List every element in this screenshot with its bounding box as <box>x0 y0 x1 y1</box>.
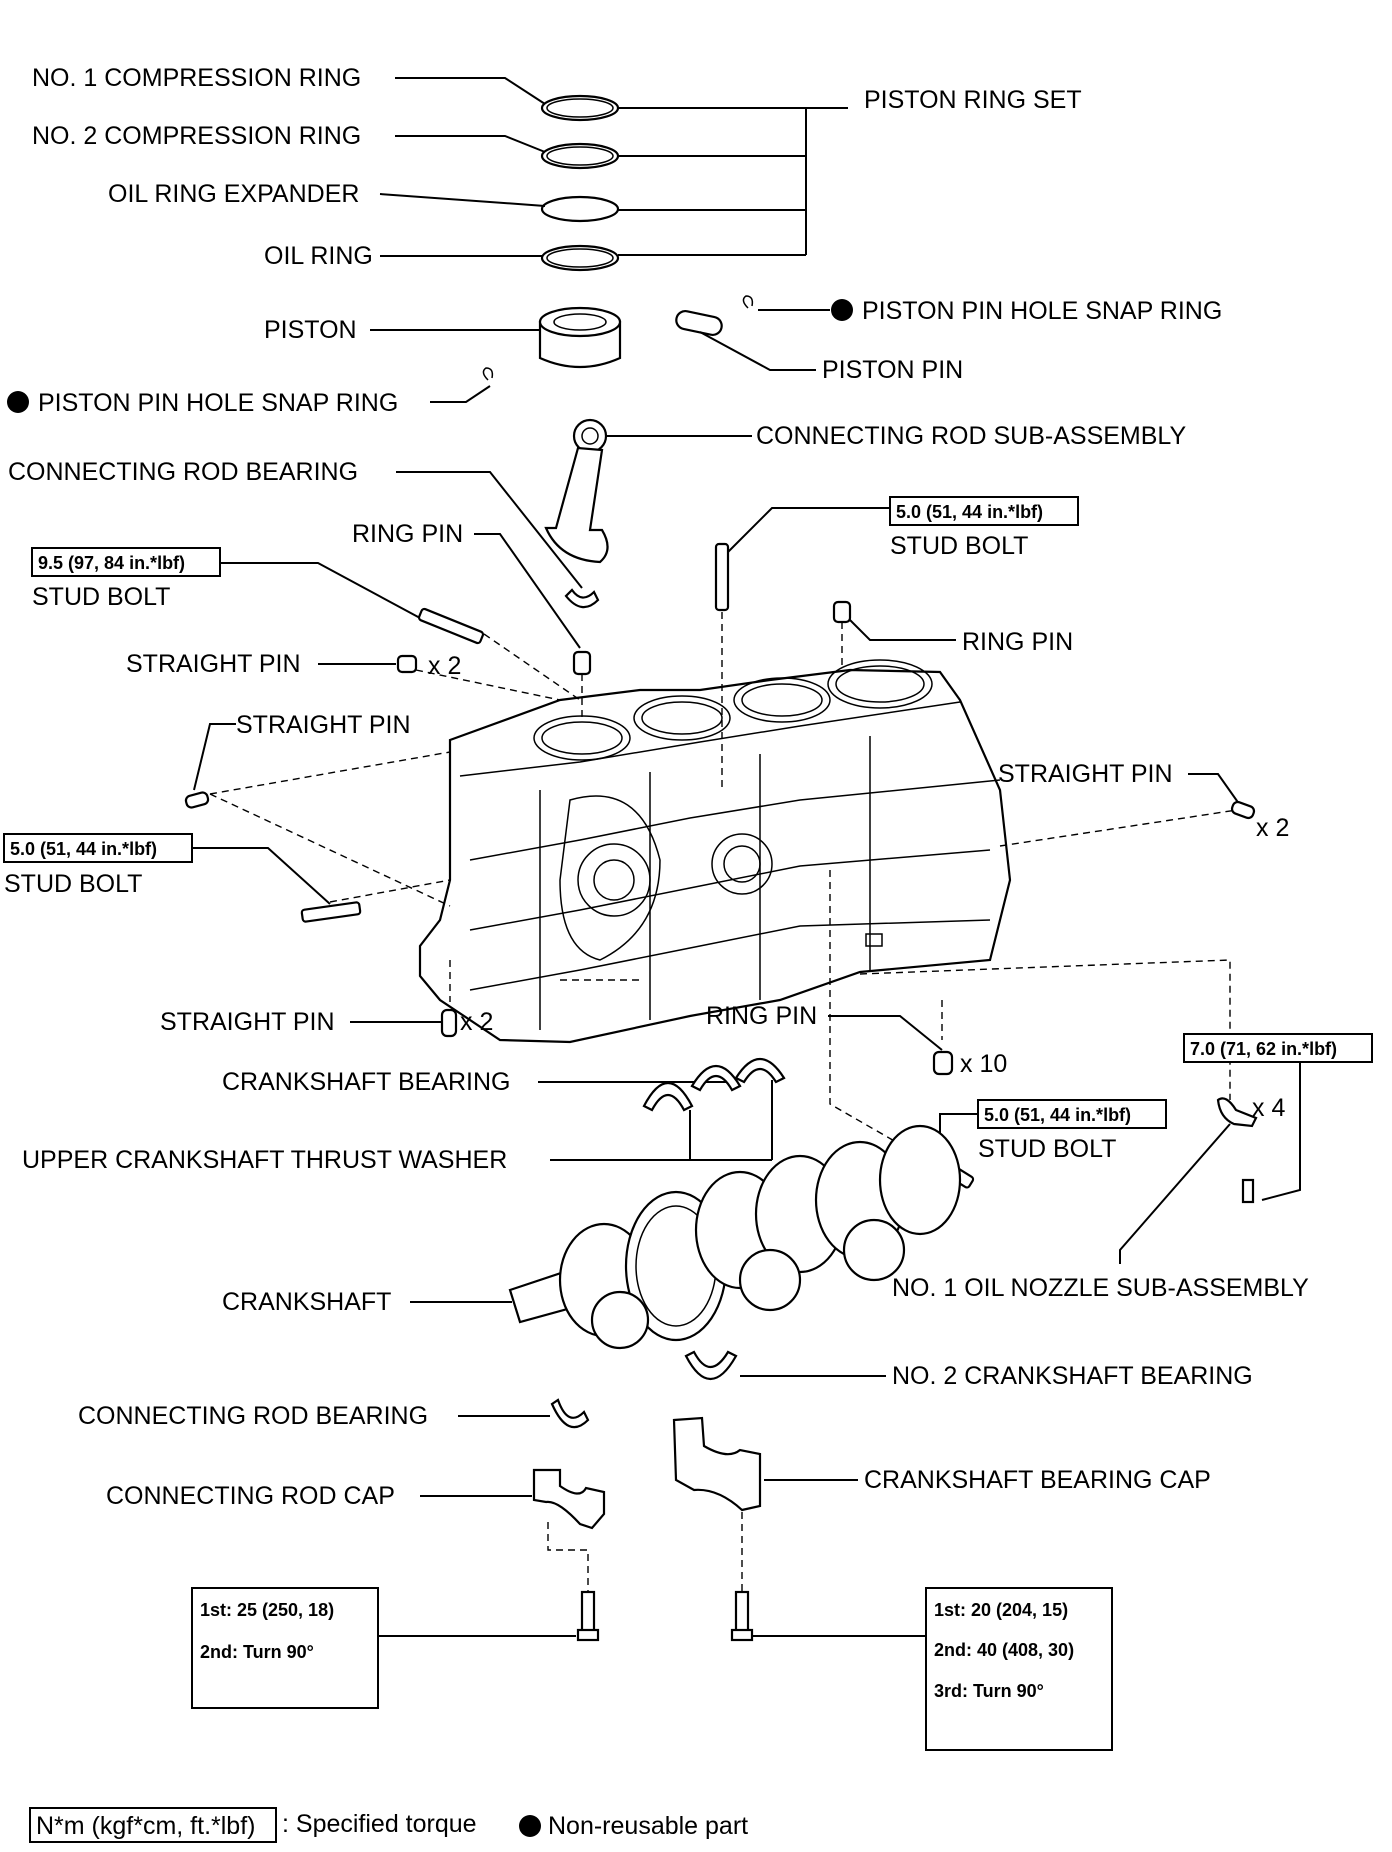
label-straight-pin-right: STRAIGHT PIN <box>998 760 1173 788</box>
crankshaft-bearing-c <box>734 1058 786 1084</box>
straight-pin-bottom <box>440 1008 458 1038</box>
label-no1-compression-ring: NO. 1 COMPRESSION RING <box>32 64 361 92</box>
non-reusable-dot-snap-left <box>7 391 29 413</box>
label-oil-ring-expander: OIL RING EXPANDER <box>108 180 359 208</box>
con-rod-cap-bolt <box>580 1590 596 1636</box>
torque-oil-nozzle: 7.0 (71, 62 in.*lbf) <box>1190 1039 1337 1059</box>
label-crankshaft-bearing: CRANKSHAFT BEARING <box>222 1068 510 1096</box>
label-piston-pin: PISTON PIN <box>822 356 963 384</box>
label-straight-pin-bottom: STRAIGHT PIN <box>160 1008 335 1036</box>
side-fasteners-group: STRAIGHT PIN STRAIGHT PIN x 2 5.0 (51, 4… <box>3 711 1289 1078</box>
top-fasteners-group: 9.5 (97, 84 in.*lbf) STUD BOLT RING PIN … <box>31 496 1079 680</box>
ring-pin-bottom <box>932 1050 954 1076</box>
label-no2-crankshaft-bearing: NO. 2 CRANKSHAFT BEARING <box>892 1362 1253 1390</box>
legend-torque-box <box>29 1807 277 1843</box>
label-stud-bolt-top-mid: STUD BOLT <box>890 532 1028 560</box>
label-connecting-rod-bearing-top: CONNECTING ROD BEARING <box>8 458 358 486</box>
label-straight-pin-left: STRAIGHT PIN <box>236 711 411 739</box>
legend-unit: N*m (kgf*cm, ft.*lbf) <box>36 1812 255 1840</box>
label-x2-bottom: x 2 <box>460 1008 493 1036</box>
straight-pin-right <box>1230 800 1256 820</box>
crankshaft-bearing-a <box>642 1081 694 1112</box>
piston-ring-set-group: NO. 1 COMPRESSION RING NO. 2 COMPRESSION… <box>32 64 1082 272</box>
torque-stud-left: 5.0 (51, 44 in.*lbf) <box>10 839 157 859</box>
torque-crank-cap-2nd: 2nd: 40 (408, 30) <box>934 1640 1074 1660</box>
cylinder-block <box>418 659 1012 1044</box>
stud-bolt-left <box>300 901 362 923</box>
label-connecting-rod-cap: CONNECTING ROD CAP <box>106 1482 395 1510</box>
snap-ring-left <box>482 367 494 381</box>
connecting-rod <box>544 446 609 564</box>
crankshaft-bearing-b <box>690 1065 742 1092</box>
legend: N*m (kgf*cm, ft.*lbf) : Specified torque… <box>29 1807 748 1843</box>
label-x4: x 4 <box>1252 1094 1285 1122</box>
oil-nozzle <box>1216 1097 1258 1128</box>
piston-group: PISTON PISTON PIN PISTON PIN HOLE SNAP R… <box>7 295 1222 417</box>
label-upper-crankshaft-thrust-washer: UPPER CRANKSHAFT THRUST WASHER <box>22 1146 507 1174</box>
oil-ring <box>540 244 620 272</box>
label-stud-bolt-top-left: STUD BOLT <box>32 583 170 611</box>
torque-box-con-rod-cap <box>191 1587 379 1709</box>
snap-ring-right <box>742 295 754 309</box>
non-reusable-dot-snap-right <box>831 299 853 321</box>
label-snap-ring-left: PISTON PIN HOLE SNAP RING <box>38 389 398 417</box>
label-connecting-rod-bearing-bottom: CONNECTING ROD BEARING <box>78 1402 428 1430</box>
label-no2-compression-ring: NO. 2 COMPRESSION RING <box>32 122 361 150</box>
crankshaft-group: CRANKSHAFT <box>222 1124 962 1350</box>
torque-box-stud-top-left <box>31 547 221 577</box>
torque-stud-top-mid: 5.0 (51, 44 in.*lbf) <box>896 502 1043 522</box>
label-stud-bolt-bottom: STUD BOLT <box>978 1135 1116 1163</box>
label-stud-bolt-left: STUD BOLT <box>4 870 142 898</box>
torque-con-rod-cap-1st: 1st: 25 (250, 18) <box>200 1600 334 1620</box>
stud-bolt-top-mid <box>714 542 730 612</box>
crank-cap-bolt <box>734 1590 750 1636</box>
legend-non-reusable: Non-reusable part <box>548 1812 748 1840</box>
torque-box-stud-bottom <box>977 1099 1167 1129</box>
piston-pin <box>675 309 723 337</box>
legend-non-reusable-dot <box>519 1815 541 1837</box>
label-crankshaft-bearing-cap: CRANKSHAFT BEARING CAP <box>864 1466 1211 1494</box>
label-snap-ring-right: PISTON PIN HOLE SNAP RING <box>862 297 1222 325</box>
label-x10: x 10 <box>960 1050 1007 1078</box>
label-piston-ring-set: PISTON RING SET <box>864 86 1082 114</box>
connecting-rod-bearing-bottom <box>550 1398 590 1429</box>
oil-nozzle-bolt <box>1241 1178 1255 1204</box>
label-oil-ring: OIL RING <box>264 242 373 270</box>
label-ring-pin-bottom: RING PIN <box>706 1002 817 1030</box>
torque-box-stud-top-mid <box>889 496 1079 526</box>
lower-caps-group: NO. 2 CRANKSHAFT BEARING CONNECTING ROD … <box>78 1350 1253 1751</box>
torque-con-rod-cap-2nd: 2nd: Turn 90° <box>200 1642 314 1662</box>
stud-bolt-top-left <box>417 607 485 645</box>
crank-bearings-group: CRANKSHAFT BEARING UPPER CRANKSHAFT THRU… <box>22 1033 1373 1302</box>
connecting-rod-bearing-top <box>564 588 600 609</box>
crankshaft-bearing-cap <box>672 1416 762 1512</box>
label-ring-pin-left: RING PIN <box>352 520 463 548</box>
label-no1-oil-nozzle-sub-assembly: NO. 1 OIL NOZZLE SUB-ASSEMBLY <box>892 1274 1309 1302</box>
connecting-rod-cap <box>532 1468 606 1530</box>
alignment-lines <box>209 612 1251 1151</box>
connecting-rod-group: CONNECTING ROD SUB-ASSEMBLY CONNECTING R… <box>8 418 1186 609</box>
label-connecting-rod-sub-assembly: CONNECTING ROD SUB-ASSEMBLY <box>756 422 1186 450</box>
straight-pin-left <box>184 791 210 809</box>
torque-crank-cap-3rd: 3rd: Turn 90° <box>934 1681 1044 1701</box>
label-ring-pin-right: RING PIN <box>962 628 1073 656</box>
torque-box-oil-nozzle <box>1183 1033 1373 1063</box>
torque-stud-top-left: 9.5 (97, 84 in.*lbf) <box>38 553 185 573</box>
torque-box-crank-cap <box>925 1587 1113 1751</box>
straight-pin-top <box>396 654 418 674</box>
label-crankshaft: CRANKSHAFT <box>222 1288 391 1316</box>
oil-ring-expander <box>540 195 620 223</box>
ring-pin-right <box>832 600 852 624</box>
legend-unit-desc: : Specified torque <box>282 1810 477 1838</box>
ring-pin-left <box>572 650 592 676</box>
torque-crank-cap-1st: 1st: 20 (204, 15) <box>934 1600 1068 1620</box>
no2-crankshaft-bearing <box>684 1350 738 1381</box>
label-x2-right: x 2 <box>1256 814 1289 842</box>
label-straight-pin-top: STRAIGHT PIN <box>126 650 301 678</box>
label-piston: PISTON <box>264 316 357 344</box>
torque-stud-bottom: 5.0 (51, 44 in.*lbf) <box>984 1105 1131 1125</box>
